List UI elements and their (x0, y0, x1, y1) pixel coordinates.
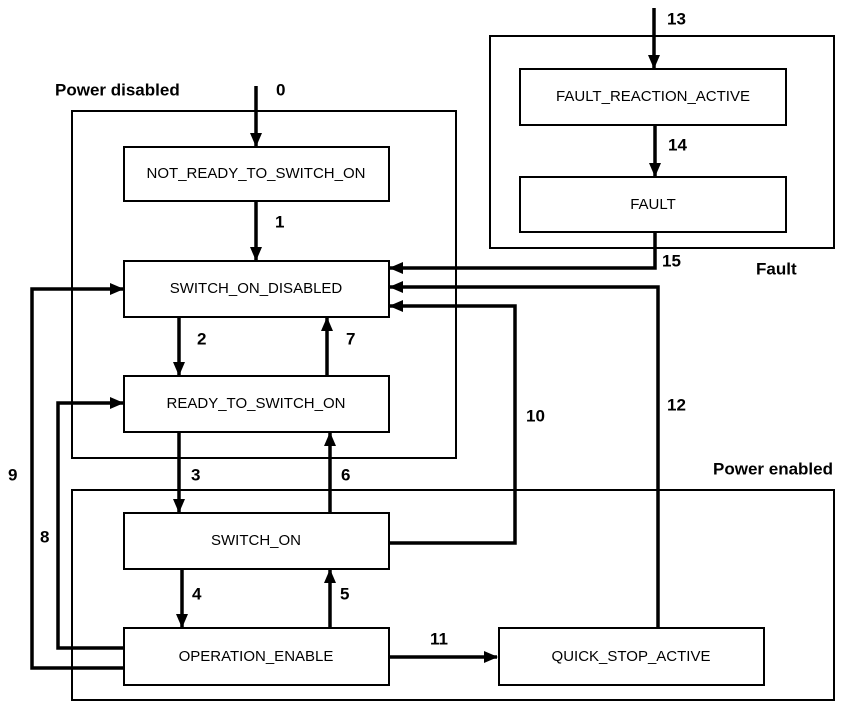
state-operation-enable: OPERATION_ENABLE (123, 627, 390, 686)
state-label: SWITCH_ON_DISABLED (170, 280, 343, 297)
transition-15-label: 15 (662, 251, 681, 270)
state-fault: FAULT (519, 176, 787, 233)
transition-12-arrow (389, 281, 660, 628)
state-label: NOT_READY_TO_SWITCH_ON (147, 165, 366, 182)
fault-region (489, 35, 835, 249)
state-label: READY_TO_SWITCH_ON (167, 395, 346, 412)
transition-6-label: 6 (341, 465, 350, 484)
power-enabled-region (71, 489, 835, 701)
transition-2-label: 2 (197, 329, 206, 348)
fault-region-label: Fault (756, 259, 797, 278)
power-disabled-label: Power disabled (55, 80, 180, 99)
transition-1-label: 1 (275, 212, 284, 231)
power-enabled-label: Power enabled (713, 459, 833, 478)
transition-4-label: 4 (192, 584, 202, 603)
transition-5-label: 5 (340, 584, 349, 603)
transition-10-label: 10 (526, 406, 545, 425)
state-switch-on: SWITCH_ON (123, 512, 390, 570)
state-label: SWITCH_ON (211, 532, 301, 549)
transition-7-label: 7 (346, 329, 355, 348)
state-label: OPERATION_ENABLE (179, 648, 334, 665)
state-fault-reaction-active: FAULT_REACTION_ACTIVE (519, 68, 787, 126)
transition-8-arrow (56, 397, 124, 650)
state-not-ready-to-switch-on: NOT_READY_TO_SWITCH_ON (123, 146, 390, 202)
state-ready-to-switch-on: READY_TO_SWITCH_ON (123, 375, 390, 433)
transition-14-label: 14 (668, 135, 687, 154)
transition-9-label: 9 (8, 465, 17, 484)
state-switch-on-disabled: SWITCH_ON_DISABLED (123, 260, 390, 318)
transition-13-label: 13 (667, 9, 686, 28)
transition-9-arrow (30, 283, 124, 670)
state-label: FAULT_REACTION_ACTIVE (556, 88, 750, 105)
power-disabled-region (71, 110, 457, 459)
transition-15-arrow (389, 232, 657, 274)
state-quick-stop-active: QUICK_STOP_ACTIVE (498, 627, 765, 686)
transition-10-arrow (389, 300, 517, 545)
transition-3-label: 3 (191, 465, 200, 484)
transition-11-label: 11 (430, 629, 448, 648)
transition-0-label: 0 (276, 80, 285, 99)
transition-8-label: 8 (40, 527, 49, 546)
state-label: FAULT (630, 196, 676, 213)
transition-12-label: 12 (667, 395, 686, 414)
state-label: QUICK_STOP_ACTIVE (552, 648, 711, 665)
